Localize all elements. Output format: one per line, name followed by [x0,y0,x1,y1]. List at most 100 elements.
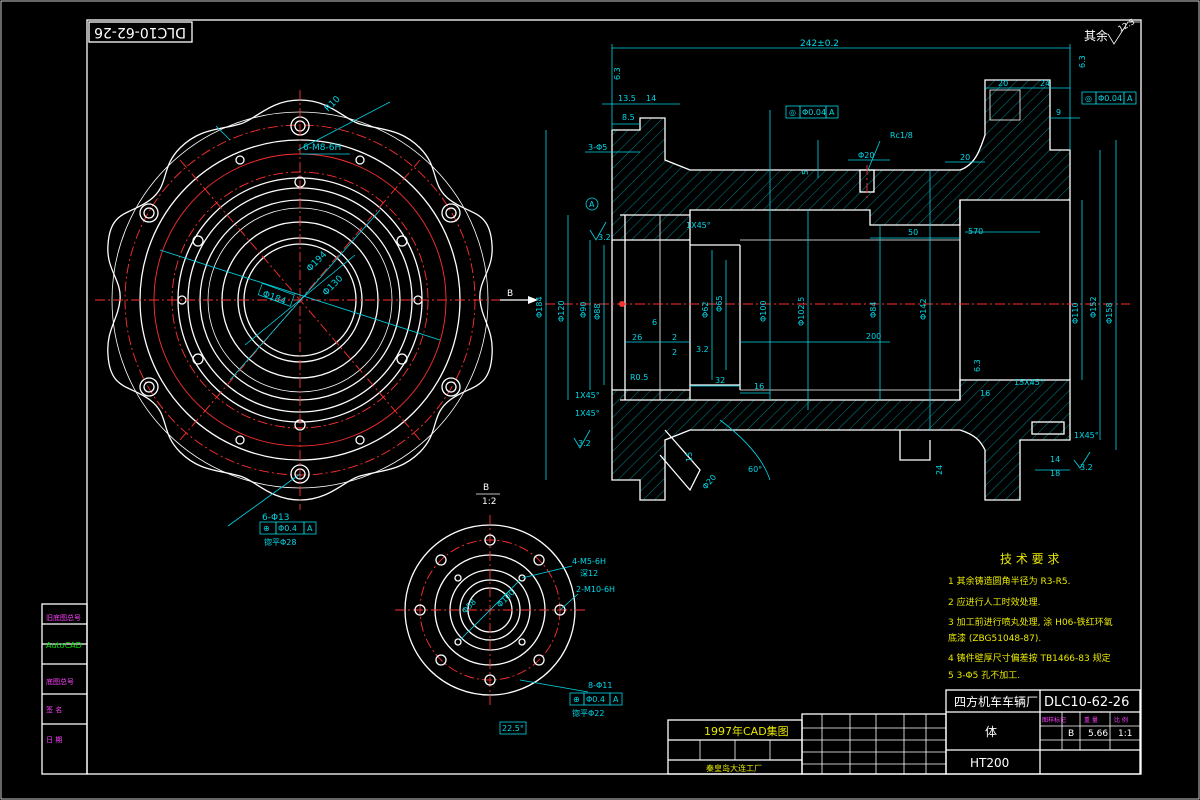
svg-text:⊕: ⊕ [263,524,270,533]
front-view: 6-M8-6H Φ194 Φ130 Φ184 R10 6-Φ13 ⊕ Φ0.4 … [95,90,538,547]
svg-text:Φ0.04: Φ0.04 [802,108,826,117]
svg-text:570: 570 [968,227,983,236]
svg-text:Φ158: Φ158 [1105,302,1114,324]
note-5: 5 3-Φ5 孔不加工. [948,670,1020,681]
svg-text:Φ102.5: Φ102.5 [797,297,806,326]
svg-text:◎: ◎ [1085,94,1092,103]
note-3b: 底漆 (ZBG51048-87). [948,632,1041,644]
company-name: 四方机车车辆厂 [954,694,1038,709]
diameter-dims: Φ184 Φ120 Φ90 Φ88 Φ62 Φ65 Φ100 Φ102.5 Φ8… [535,110,1117,480]
svg-text:旧底图总号: 旧底图总号 [46,613,81,622]
svg-text:8.5: 8.5 [622,113,635,122]
svg-text:5: 5 [801,170,810,175]
svg-text:签 名: 签 名 [46,705,62,714]
svg-text:Φ184: Φ184 [535,296,544,318]
svg-text:A: A [1127,94,1133,103]
dia-130-label: Φ130 [321,274,345,298]
svg-text:14: 14 [1050,455,1060,464]
svg-text:锪平Φ28: 锪平Φ28 [264,537,296,547]
view-b: B 1:2 Φ58 Φ100 4-M5-6H 深12 2-M10-6H 8-Φ1… [395,483,623,735]
svg-text:14: 14 [646,94,656,103]
drawing-frame [86,19,1142,775]
svg-text:3-Φ5: 3-Φ5 [588,143,607,152]
svg-text:3.2: 3.2 [598,233,611,242]
title-drawing-number: DLC10-62-26 [1044,695,1129,710]
svg-text:20: 20 [960,153,970,162]
flange-bolt-holes [139,116,461,484]
threaded-holes-label: 6-M8-6H [303,143,341,153]
svg-text:1X45°: 1X45° [686,221,711,230]
part-name: 体 [985,725,997,739]
svg-text:9: 9 [1056,108,1061,117]
view-b-holes [414,534,566,686]
title-block: 1997年CAD集图 秦皇岛大连工厂 四方机车车辆厂 DLC10-62-26 体… [667,689,1141,775]
svg-text:2-M10-6H: 2-M10-6H [576,585,615,594]
svg-text:Φ0.4: Φ0.4 [278,524,297,533]
notes-title: 技 术 要 求 [1000,552,1059,566]
svg-text:2: 2 [672,333,677,342]
scale-value: 1:1 [1118,729,1132,739]
note-2: 2 应进行人工时效处理. [948,596,1040,608]
svg-text:AutoCAD: AutoCAD [46,641,82,650]
note-1: 1 其余铸造圆角半径为 R3-R5. [948,575,1071,587]
svg-text:◎: ◎ [789,108,796,117]
svg-text:Φ0.04: Φ0.04 [1098,94,1122,103]
general-roughness-mark: 其余 12.5 [1084,17,1140,45]
maker-name: 秦皇岛大连工厂 [706,763,762,773]
overall-length-dim: 242±0.2 [800,39,839,49]
svg-text:6.3: 6.3 [973,359,982,372]
svg-text:Φ100: Φ100 [495,588,517,610]
svg-text:A: A [829,108,835,117]
svg-text:24: 24 [935,465,944,475]
note-4: 4 铸件壁厚尺寸偏差按 TB1466-83 规定 [948,652,1111,664]
svg-text:3.2: 3.2 [1080,463,1093,472]
svg-text:图样标记: 图样标记 [1042,716,1066,724]
svg-text:8-Φ11: 8-Φ11 [588,681,612,690]
svg-text:13.5: 13.5 [618,94,636,103]
svg-text:1X45°: 1X45° [575,409,600,418]
svg-text:Φ62: Φ62 [701,302,710,318]
weight-value: 5.66 [1088,729,1108,739]
svg-text:6-Φ13: 6-Φ13 [262,513,290,523]
svg-text:深12: 深12 [580,569,598,578]
svg-text:200: 200 [866,332,881,341]
svg-text:Φ0.4: Φ0.4 [586,695,605,704]
svg-text:重 量: 重 量 [1084,716,1098,724]
svg-text:20: 20 [998,79,1008,88]
view-b-title: B [483,483,489,493]
top-drawing-number: DLC10-62-26 [94,24,186,40]
svg-text:22.5°: 22.5° [502,724,524,733]
svg-text:Φ142: Φ142 [919,298,928,320]
svg-text:3.2: 3.2 [696,345,709,354]
bolt-hole-callout: 6-Φ13 ⊕ Φ0.4 A 锪平Φ28 [227,473,317,547]
view-b-arrow-label: B [507,289,513,299]
svg-text:6: 6 [652,318,657,327]
svg-text:Φ120: Φ120 [557,300,566,322]
svg-text:Φ58: Φ58 [460,597,478,615]
svg-text:1X45°: 1X45° [1074,431,1099,440]
svg-text:6.3: 6.3 [1078,55,1087,68]
section-view: 242±0.2 13.5 14 8.5 3-Φ5 20 24 9 20 5 Rc… [535,39,1137,501]
roughness-symbols: 3.2 3.2 3.2 3.2 6.3 6.3 6.3 [573,55,1093,472]
cad-banner: 1997年CAD集图 [704,724,789,738]
svg-text:R0.5: R0.5 [630,373,648,382]
svg-text:Φ152: Φ152 [1089,296,1098,318]
svg-text:A: A [307,524,313,533]
svg-text:Φ90: Φ90 [579,302,588,318]
svg-text:A: A [589,200,595,209]
svg-text:32: 32 [715,376,725,385]
svg-text:Φ88: Φ88 [593,304,602,320]
note-3: 3 加工前进行喷丸处理, 涂 H06-铁红环氧 [948,616,1113,628]
svg-text:比 例: 比 例 [1114,716,1128,724]
svg-text:Φ65: Φ65 [715,296,724,312]
left-side-strip: 旧底图总号 AutoCAD 底图总号 签 名 日 期 [41,603,88,775]
svg-text:15: 15 [685,452,694,462]
svg-text:Φ110: Φ110 [1071,302,1080,324]
technical-notes: 技 术 要 求 1 其余铸造圆角半径为 R3-R5. 2 应进行人工时效处理. … [948,552,1113,681]
svg-text:18: 18 [1050,469,1060,478]
svg-text:50: 50 [908,228,918,237]
svg-text:锪平Φ22: 锪平Φ22 [572,708,604,718]
svg-text:底图总号: 底图总号 [46,677,74,686]
svg-text:2: 2 [672,348,677,357]
